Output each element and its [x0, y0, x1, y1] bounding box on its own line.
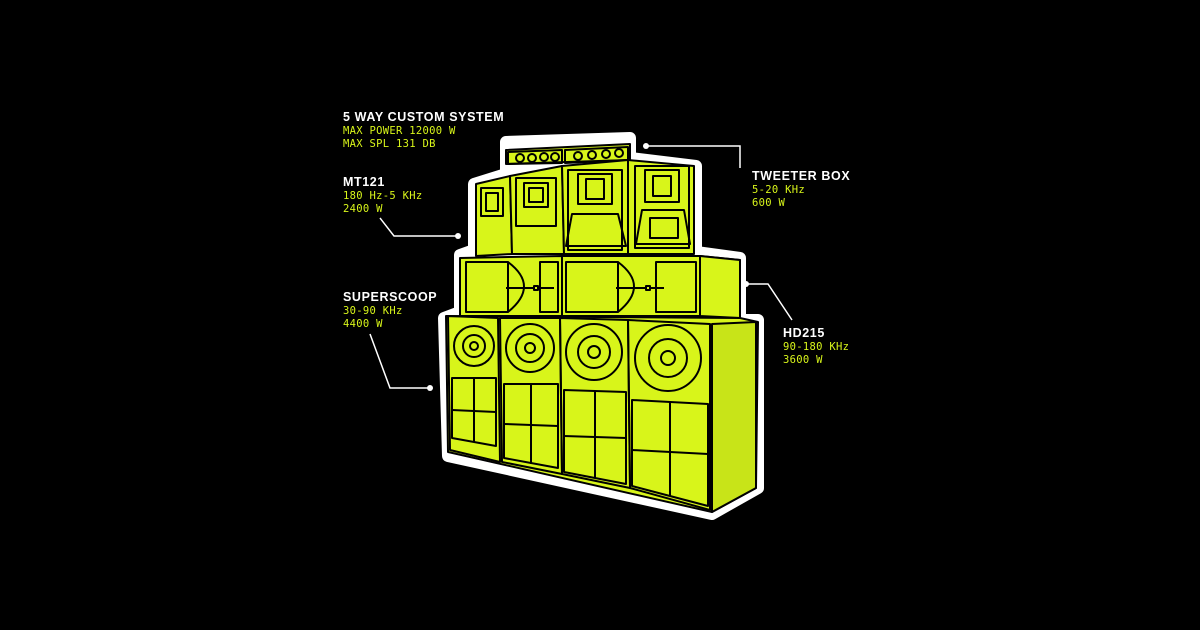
system-title: 5 WAY CUSTOM SYSTEM — [343, 110, 505, 124]
superscoop-cabinets — [459, 255, 741, 319]
leader-dots — [427, 143, 749, 391]
tweeter-title: TWEETER BOX — [752, 169, 851, 183]
hd215-power: 3600 W — [783, 353, 823, 366]
tweeter-box — [505, 143, 631, 165]
system-label: 5 WAY CUSTOM SYSTEM MAX POWER 12000 W MA… — [343, 110, 504, 150]
tweeter-frequency: 5-20 KHz — [752, 184, 805, 196]
hd215-title: HD215 — [783, 326, 825, 340]
mt121-cabinets — [475, 159, 695, 257]
superscoop-label: SUPERSCOOP 30-90 KHz 4400 W — [343, 290, 437, 330]
mt121-frequency: 180 Hz-5 KHz — [343, 190, 423, 202]
superscoop-power: 4400 W — [343, 317, 383, 330]
mt121-label: MT121 180 Hz-5 KHz 2400 W — [343, 175, 422, 215]
superscoop-frequency: 30-90 KHz — [343, 305, 403, 317]
superscoop-title: SUPERSCOOP — [343, 290, 438, 304]
hd215-label: HD215 90-180 KHz 3600 W — [783, 326, 849, 366]
system-power: MAX POWER 12000 W — [343, 125, 456, 137]
system-spl: MAX SPL 131 DB — [343, 137, 436, 150]
tweeter-label: TWEETER BOX 5-20 KHz 600 W — [752, 169, 850, 209]
mt121-power: 2400 W — [343, 202, 383, 215]
hd215-cabinets — [445, 315, 759, 513]
hd215-frequency: 90-180 KHz — [783, 341, 850, 353]
leader-lines — [369, 145, 793, 389]
tweeter-power: 600 W — [752, 196, 786, 209]
mt121-title: MT121 — [343, 175, 385, 189]
